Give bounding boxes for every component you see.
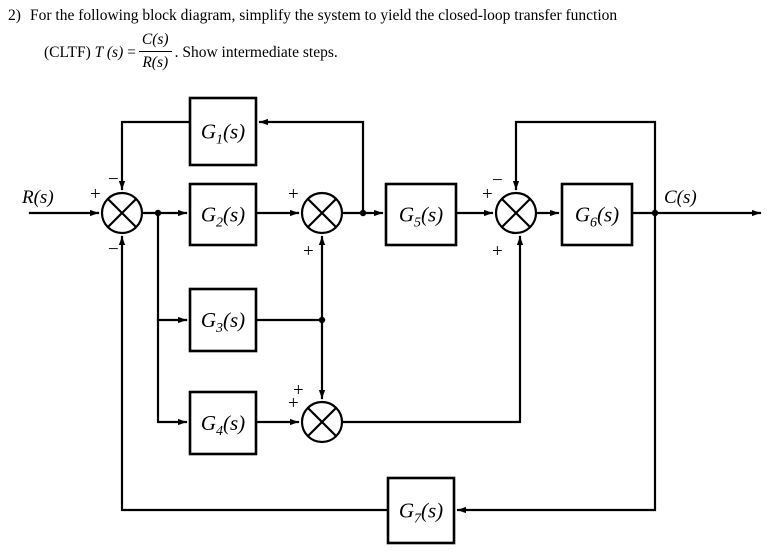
summing-junction-sum2[interactable] (300, 191, 344, 235)
wire-branch-to-g3 (156, 211, 188, 324)
summer-sign-bottom: + (492, 241, 503, 262)
summer-sign-left: + (90, 184, 101, 205)
summer-sign-left: + (288, 184, 299, 205)
wire-branch-to-g4 (156, 318, 188, 426)
diagram-summers (100, 191, 538, 444)
block-g5[interactable]: G5(s) (384, 182, 458, 247)
problem-statement: 2) For the following block diagram, simp… (8, 6, 764, 73)
block-outline (188, 287, 258, 353)
block-g4[interactable]: G4(s) (188, 390, 258, 456)
summer-sign-bottom: + (303, 241, 314, 262)
cltf-prefix: (CLTF) (44, 43, 91, 61)
block-outline (188, 96, 258, 167)
problem-line-1: 2) For the following block diagram, simp… (8, 6, 764, 25)
block-outline (560, 182, 634, 247)
cltf-lhs: T (s) (94, 43, 124, 61)
block-label: G3(s) (201, 308, 245, 336)
block-g6[interactable]: G6(s) (560, 182, 634, 247)
problem-line-2: (CLTF) T (s) = C(s) R(s) . Show intermed… (8, 31, 764, 73)
block-label: G5(s) (399, 203, 443, 231)
problem-text-part2: . Show intermediate steps. (174, 43, 338, 61)
block-label: G2(s) (201, 203, 245, 231)
cltf-fraction: C(s) R(s) (138, 30, 172, 72)
signal-label-c: C(s) (664, 187, 697, 208)
summing-junction-sum4[interactable] (300, 400, 344, 444)
wire-tap-to-g1-input (258, 118, 365, 215)
block-g7[interactable]: G7(s) (386, 476, 456, 545)
block-label: G4(s) (201, 411, 245, 439)
problem-number: 2) (8, 7, 21, 24)
block-label: G7(s) (399, 499, 443, 527)
problem-text-part1: For the following block diagram, simplif… (30, 7, 618, 24)
cltf-denominator: R(s) (142, 54, 169, 72)
wire-g1-to-sum1-top (118, 120, 192, 191)
block-outline (188, 390, 258, 456)
block-label: G1(s) (201, 120, 245, 148)
wire-sum4-to-sum3-bottom (340, 235, 524, 424)
summer-cross (307, 407, 337, 437)
summer-sign-bottom: − (108, 239, 119, 260)
diagram-blocks: G1(s) G2(s) G3(s) G4(s) G5(s) G6(s) G7(s) (188, 96, 634, 545)
block-outline (384, 182, 458, 247)
summing-junction-sum3[interactable] (494, 191, 538, 235)
diagram-wires (28, 118, 762, 514)
cltf-numerator: C(s) (141, 31, 169, 49)
summer-sign-top: − (492, 170, 503, 191)
signal-label-r: R(s) (21, 187, 54, 208)
wire-output-to-g7-input (456, 211, 657, 514)
summer-sign-top: − (108, 169, 119, 190)
block-g3[interactable]: G3(s) (188, 287, 258, 353)
block-g1[interactable]: G1(s) (188, 96, 258, 167)
summer-sign-left: + (288, 393, 299, 414)
summer-cross (501, 198, 531, 228)
summer-cross (107, 198, 137, 228)
wire-minor-loop-to-sum3-top (512, 120, 657, 215)
block-g2[interactable]: G2(s) (188, 182, 258, 247)
block-outline (386, 476, 456, 545)
fraction-bar (138, 50, 172, 53)
summer-sign-top: + (293, 380, 304, 401)
wire-g7-to-sum1-bottom (118, 235, 390, 512)
summer-sign-left: + (482, 184, 493, 205)
summing-junction-sum1[interactable] (100, 191, 144, 235)
diagram-labels: +−−+++−+++R(s)C(s) (21, 169, 697, 414)
summer-cross (307, 198, 337, 228)
block-label: G6(s) (575, 203, 619, 231)
cltf-equals: = (127, 43, 136, 61)
block-outline (188, 182, 258, 247)
